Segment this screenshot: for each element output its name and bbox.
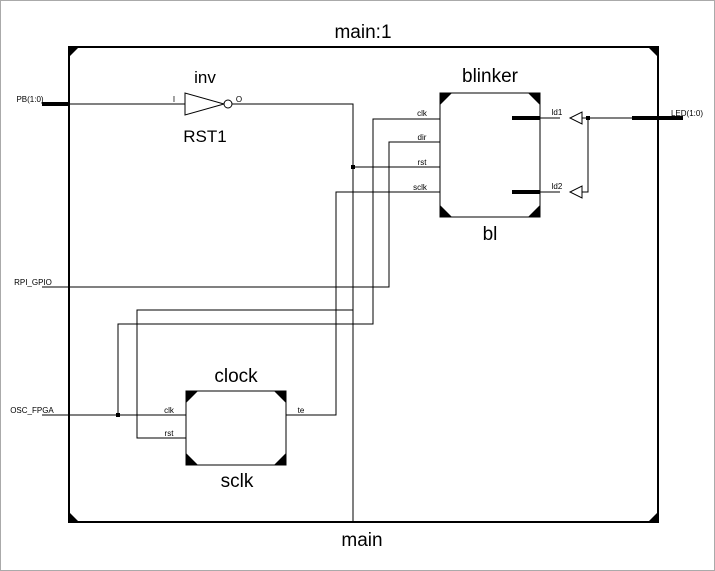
clock-box	[185, 390, 287, 466]
clock-corner-tl	[186, 391, 198, 403]
main-module[interactable]	[68, 46, 659, 523]
clock-pin-rst: rst	[165, 429, 175, 438]
wire-te-to-sclk[interactable]	[261, 191, 465, 416]
wires	[42, 102, 683, 521]
main-module-name: main	[341, 530, 382, 551]
main-corner-br	[648, 512, 658, 522]
blinker-corner-tl	[440, 93, 452, 105]
port-rpi-label: RPI_GPIO	[14, 278, 52, 287]
junction-rst	[351, 165, 355, 169]
clock-corner-tr	[274, 391, 286, 403]
led2-buffer-icon[interactable]	[568, 185, 583, 199]
blinker-pin-sclk: sclk	[413, 183, 428, 192]
inverter-instance-label: RST1	[183, 127, 226, 146]
main-corner-tr	[648, 47, 658, 57]
clock-pin-te: te	[298, 406, 305, 415]
blinker-type-label: blinker	[462, 66, 519, 87]
blinker-block[interactable]	[439, 92, 541, 218]
inverter-pin-o: O	[236, 95, 242, 104]
main-corner-bl	[69, 512, 79, 522]
clock-block[interactable]	[185, 390, 287, 466]
blinker-box	[439, 92, 541, 218]
clock-corner-bl	[186, 453, 198, 465]
wire-rpi-to-dir[interactable]	[42, 141, 465, 288]
inverter-pin-i: I	[173, 95, 175, 104]
clock-pin-clk: clk	[164, 406, 175, 415]
blinker-instance-label: bl	[483, 224, 498, 245]
inverter-gate[interactable]	[184, 92, 250, 116]
port-osc-label: OSC_FPGA	[10, 406, 54, 415]
clock-corner-br	[274, 453, 286, 465]
blinker-corner-tr	[528, 93, 540, 105]
clock-type-label: clock	[214, 366, 258, 387]
blinker-pin-rst: rst	[418, 158, 428, 167]
wire-rst-net[interactable]	[250, 103, 354, 521]
wire-osc-to-blinker-clk[interactable]	[117, 118, 465, 415]
clock-instance-label: sclk	[221, 471, 254, 492]
blinker-corner-bl	[440, 205, 452, 217]
inverter-type-label: inv	[194, 68, 216, 87]
blinker-pin-clk: clk	[417, 109, 428, 118]
port-pb-label: PB(1:0)	[16, 95, 43, 104]
led1-buffer-icon[interactable]	[568, 111, 583, 125]
blinker-pin-ld2: ld2	[552, 182, 563, 191]
junction-osc	[116, 413, 120, 417]
blinker-pin-ld1: ld1	[552, 108, 563, 117]
blinker-pin-dir: dir	[418, 133, 427, 142]
main-instance-title: main:1	[334, 22, 391, 43]
blinker-corner-br	[528, 205, 540, 217]
inverter-bubble	[223, 99, 233, 109]
wire-led-merge[interactable]	[582, 117, 589, 193]
main-module-box	[68, 46, 659, 523]
port-led-label: LED(1:0)	[671, 109, 703, 118]
main-corner-tl	[69, 47, 79, 57]
wire-rst-to-clock[interactable]	[136, 309, 353, 439]
inverter-symbol	[184, 92, 226, 116]
